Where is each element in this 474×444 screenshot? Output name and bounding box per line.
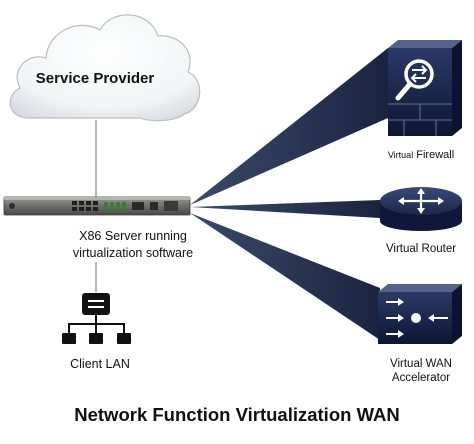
x86-server-label-line2: virtualization software: [72, 246, 194, 260]
virtual-firewall-label-prefix: Virtual: [387, 150, 414, 160]
virtual-firewall-label-name: Firewall: [413, 149, 455, 161]
service-provider-label: Service Provider: [35, 70, 155, 87]
beam-to-firewall: [190, 48, 388, 205]
diagram-title: Network Function Virtualization WAN: [74, 404, 400, 425]
virtual-firewall-label: Virtual Firewall: [368, 149, 474, 161]
virtual-wan-label-line2: Accelerator: [391, 372, 451, 384]
beam-to-router: [190, 200, 380, 218]
beam-to-wan: [190, 213, 380, 340]
x86-server-label-line1: X86 Server running: [79, 229, 187, 243]
virtual-wan-label: Virtual WAN Accelerator: [368, 357, 474, 385]
virtual-firewall-icon: [388, 40, 462, 136]
client-lan-icon: [62, 293, 131, 344]
virtual-router-icon: [380, 187, 462, 231]
client-lan-label: Client LAN: [70, 357, 130, 371]
virtual-wan-label-line1: Virtual WAN: [390, 358, 452, 370]
virtual-wan-accelerator-icon: [378, 284, 462, 344]
x86-server-label: X86 Server running virtualization softwa…: [48, 228, 218, 262]
service-provider-cloud: [9, 14, 201, 122]
virtual-router-label: Virtual Router: [385, 243, 457, 255]
x86-server-icon: [3, 196, 191, 216]
